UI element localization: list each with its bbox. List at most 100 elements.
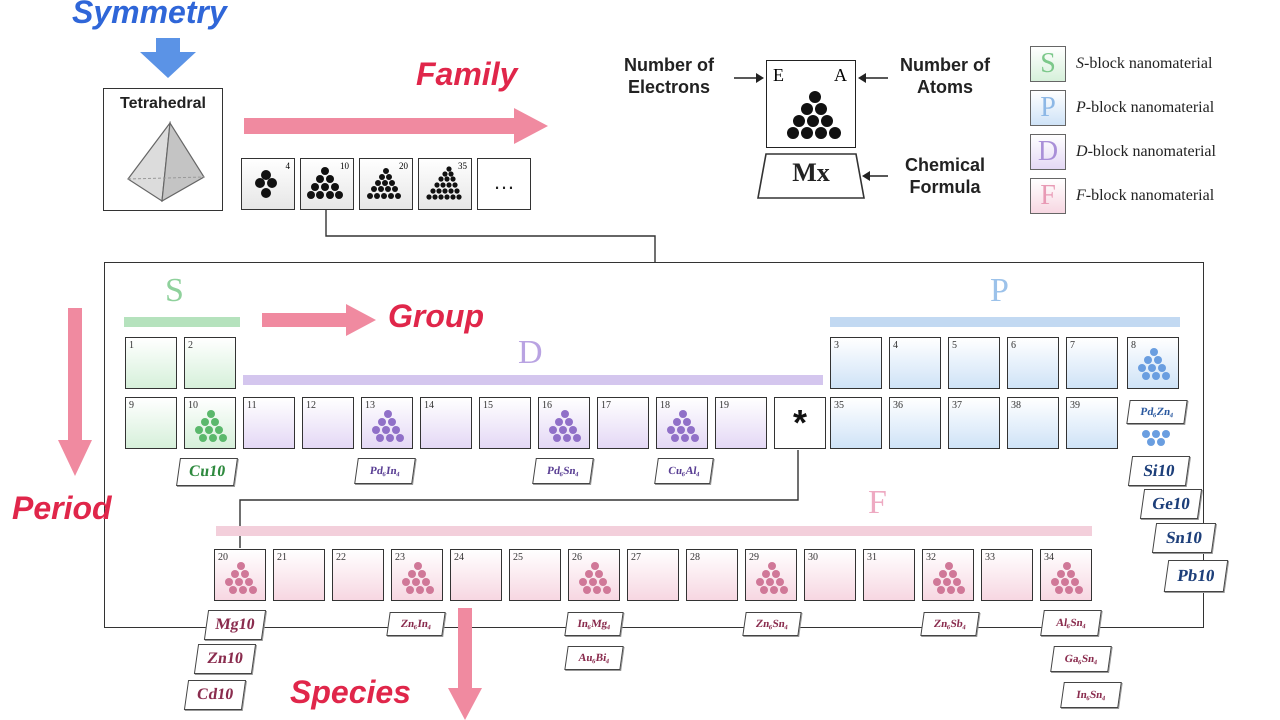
legend-p-box: P — [1030, 90, 1066, 126]
tag-zn10: Zn10 — [193, 644, 257, 674]
cell-26: 26 — [568, 549, 620, 601]
cell-19: 19 — [715, 397, 767, 449]
cell-25: 25 — [509, 549, 561, 601]
tag-mg10: Mg10 — [203, 610, 267, 640]
legend-s-box: S — [1030, 46, 1066, 82]
legend-f-box: F — [1030, 178, 1066, 214]
cell-27: 27 — [627, 549, 679, 601]
cell-13: 13 — [361, 397, 413, 449]
tetrahedral-label: Tetrahedral — [120, 95, 206, 112]
key-a-letter: A — [834, 65, 847, 85]
period-arrow-icon — [58, 308, 92, 476]
tag-ge10: Ge10 — [1139, 489, 1203, 519]
tag-cu10: Cu10 — [176, 458, 238, 486]
tag-zn-sn: Zn₆Sn₄ — [742, 612, 802, 636]
legend-d-box: D — [1030, 134, 1066, 170]
cluster-icon — [1051, 562, 1083, 594]
block-f-label: F — [868, 484, 887, 521]
tag-zn-in: Zn₆In₄ — [386, 612, 446, 636]
period-label: Period — [12, 490, 112, 526]
block-s-label: S — [165, 272, 184, 309]
tag-al-sn: Al₆Sn₄ — [1040, 610, 1102, 636]
cell-14: 14 — [420, 397, 472, 449]
cell-21: 21 — [273, 549, 325, 601]
tag-au-bi: Au₆Bi₄ — [564, 646, 624, 670]
block-s-bar — [124, 317, 240, 327]
legend-d-text: D-block nanomaterial — [1076, 143, 1216, 160]
family-label: Family — [416, 56, 518, 92]
block-d-label: D — [518, 334, 543, 371]
symmetry-label: Symmetry — [72, 0, 227, 30]
cluster-icon — [933, 562, 965, 594]
cluster-icon — [667, 410, 699, 442]
legend-s-text: S-block nanomaterial — [1076, 55, 1213, 72]
cell-9: 9 — [125, 397, 177, 449]
cell-20: 20 — [214, 549, 266, 601]
species-label: Species — [290, 674, 411, 710]
cell-34: 34 — [1040, 549, 1092, 601]
cell-10: 10 — [184, 397, 236, 449]
cell-23: 23 — [391, 549, 443, 601]
family-arrow-icon — [244, 108, 548, 144]
group-label: Group — [388, 298, 484, 334]
tag-in-mg: In₆Mg₄ — [564, 612, 624, 636]
cluster-icon — [307, 167, 343, 199]
cell-35: 35 — [830, 397, 882, 449]
cell-33: 33 — [981, 549, 1033, 601]
family-thumb-20: 20 — [359, 158, 413, 210]
cell-12: 12 — [302, 397, 354, 449]
tag-in-sn: In₆Sn₄ — [1060, 682, 1122, 708]
tetrahedron-icon — [127, 120, 205, 203]
cell-7: 7 — [1066, 337, 1118, 389]
cell-37: 37 — [948, 397, 1000, 449]
cell-32: 32 — [922, 549, 974, 601]
key-formula: Mx — [792, 158, 830, 187]
block-d-bar — [243, 375, 823, 385]
cell-5: 5 — [948, 337, 1000, 389]
tag-pb10: Pb10 — [1163, 560, 1229, 592]
tag-ga-sn: Ga₆Sn₄ — [1050, 646, 1112, 672]
cluster-icon — [1142, 430, 1170, 446]
cell-17: 17 — [597, 397, 649, 449]
cell-28: 28 — [686, 549, 738, 601]
cell-31: 31 — [863, 549, 915, 601]
legend-p-text: P-block nanomaterial — [1076, 99, 1215, 116]
tag-pd-zn: Pd₆Zn₄ — [1126, 400, 1188, 424]
tag-pd-sn: Pd₆Sn₄ — [532, 458, 594, 484]
cell-11: 11 — [243, 397, 295, 449]
cell-3: 3 — [830, 337, 882, 389]
cluster-icon — [195, 410, 227, 442]
formula-label: Chemical Formula — [904, 155, 986, 197]
cell-39: 39 — [1066, 397, 1118, 449]
tag-cu-al: Cu₆Al₄ — [654, 458, 714, 484]
block-p-bar — [830, 317, 1180, 327]
symmetry-arrow-icon — [140, 38, 196, 78]
formula-tag-shape — [757, 153, 865, 199]
cluster-icon — [372, 410, 404, 442]
cluster-icon — [402, 562, 434, 594]
cluster-icon — [367, 168, 401, 199]
cell-1: 1 — [125, 337, 177, 389]
cluster-icon — [549, 410, 581, 442]
key-e-letter: E — [773, 65, 784, 85]
tag-zn-sb: Zn₆Sb₄ — [920, 612, 980, 636]
cluster-icon — [426, 166, 462, 200]
family-thumb-35: 35 — [418, 158, 472, 210]
family-thumb-10: 10 — [300, 158, 354, 210]
tetrahedral-box: Tetrahedral — [103, 88, 223, 211]
cell-30: 30 — [804, 549, 856, 601]
tag-si10: Si10 — [1127, 456, 1191, 486]
cluster-icon — [787, 91, 841, 139]
species-arrow-icon — [448, 608, 482, 720]
cell-4: 4 — [889, 337, 941, 389]
cell-15: 15 — [479, 397, 531, 449]
cluster-icon — [1138, 348, 1170, 380]
cell-29: 29 — [745, 549, 797, 601]
cell-36: 36 — [889, 397, 941, 449]
cluster-icon — [255, 170, 277, 198]
block-p-label: P — [990, 272, 1009, 309]
family-thumb-4: 4 — [241, 158, 295, 210]
cell-6: 6 — [1007, 337, 1059, 389]
tag-cd10: Cd10 — [183, 680, 247, 710]
